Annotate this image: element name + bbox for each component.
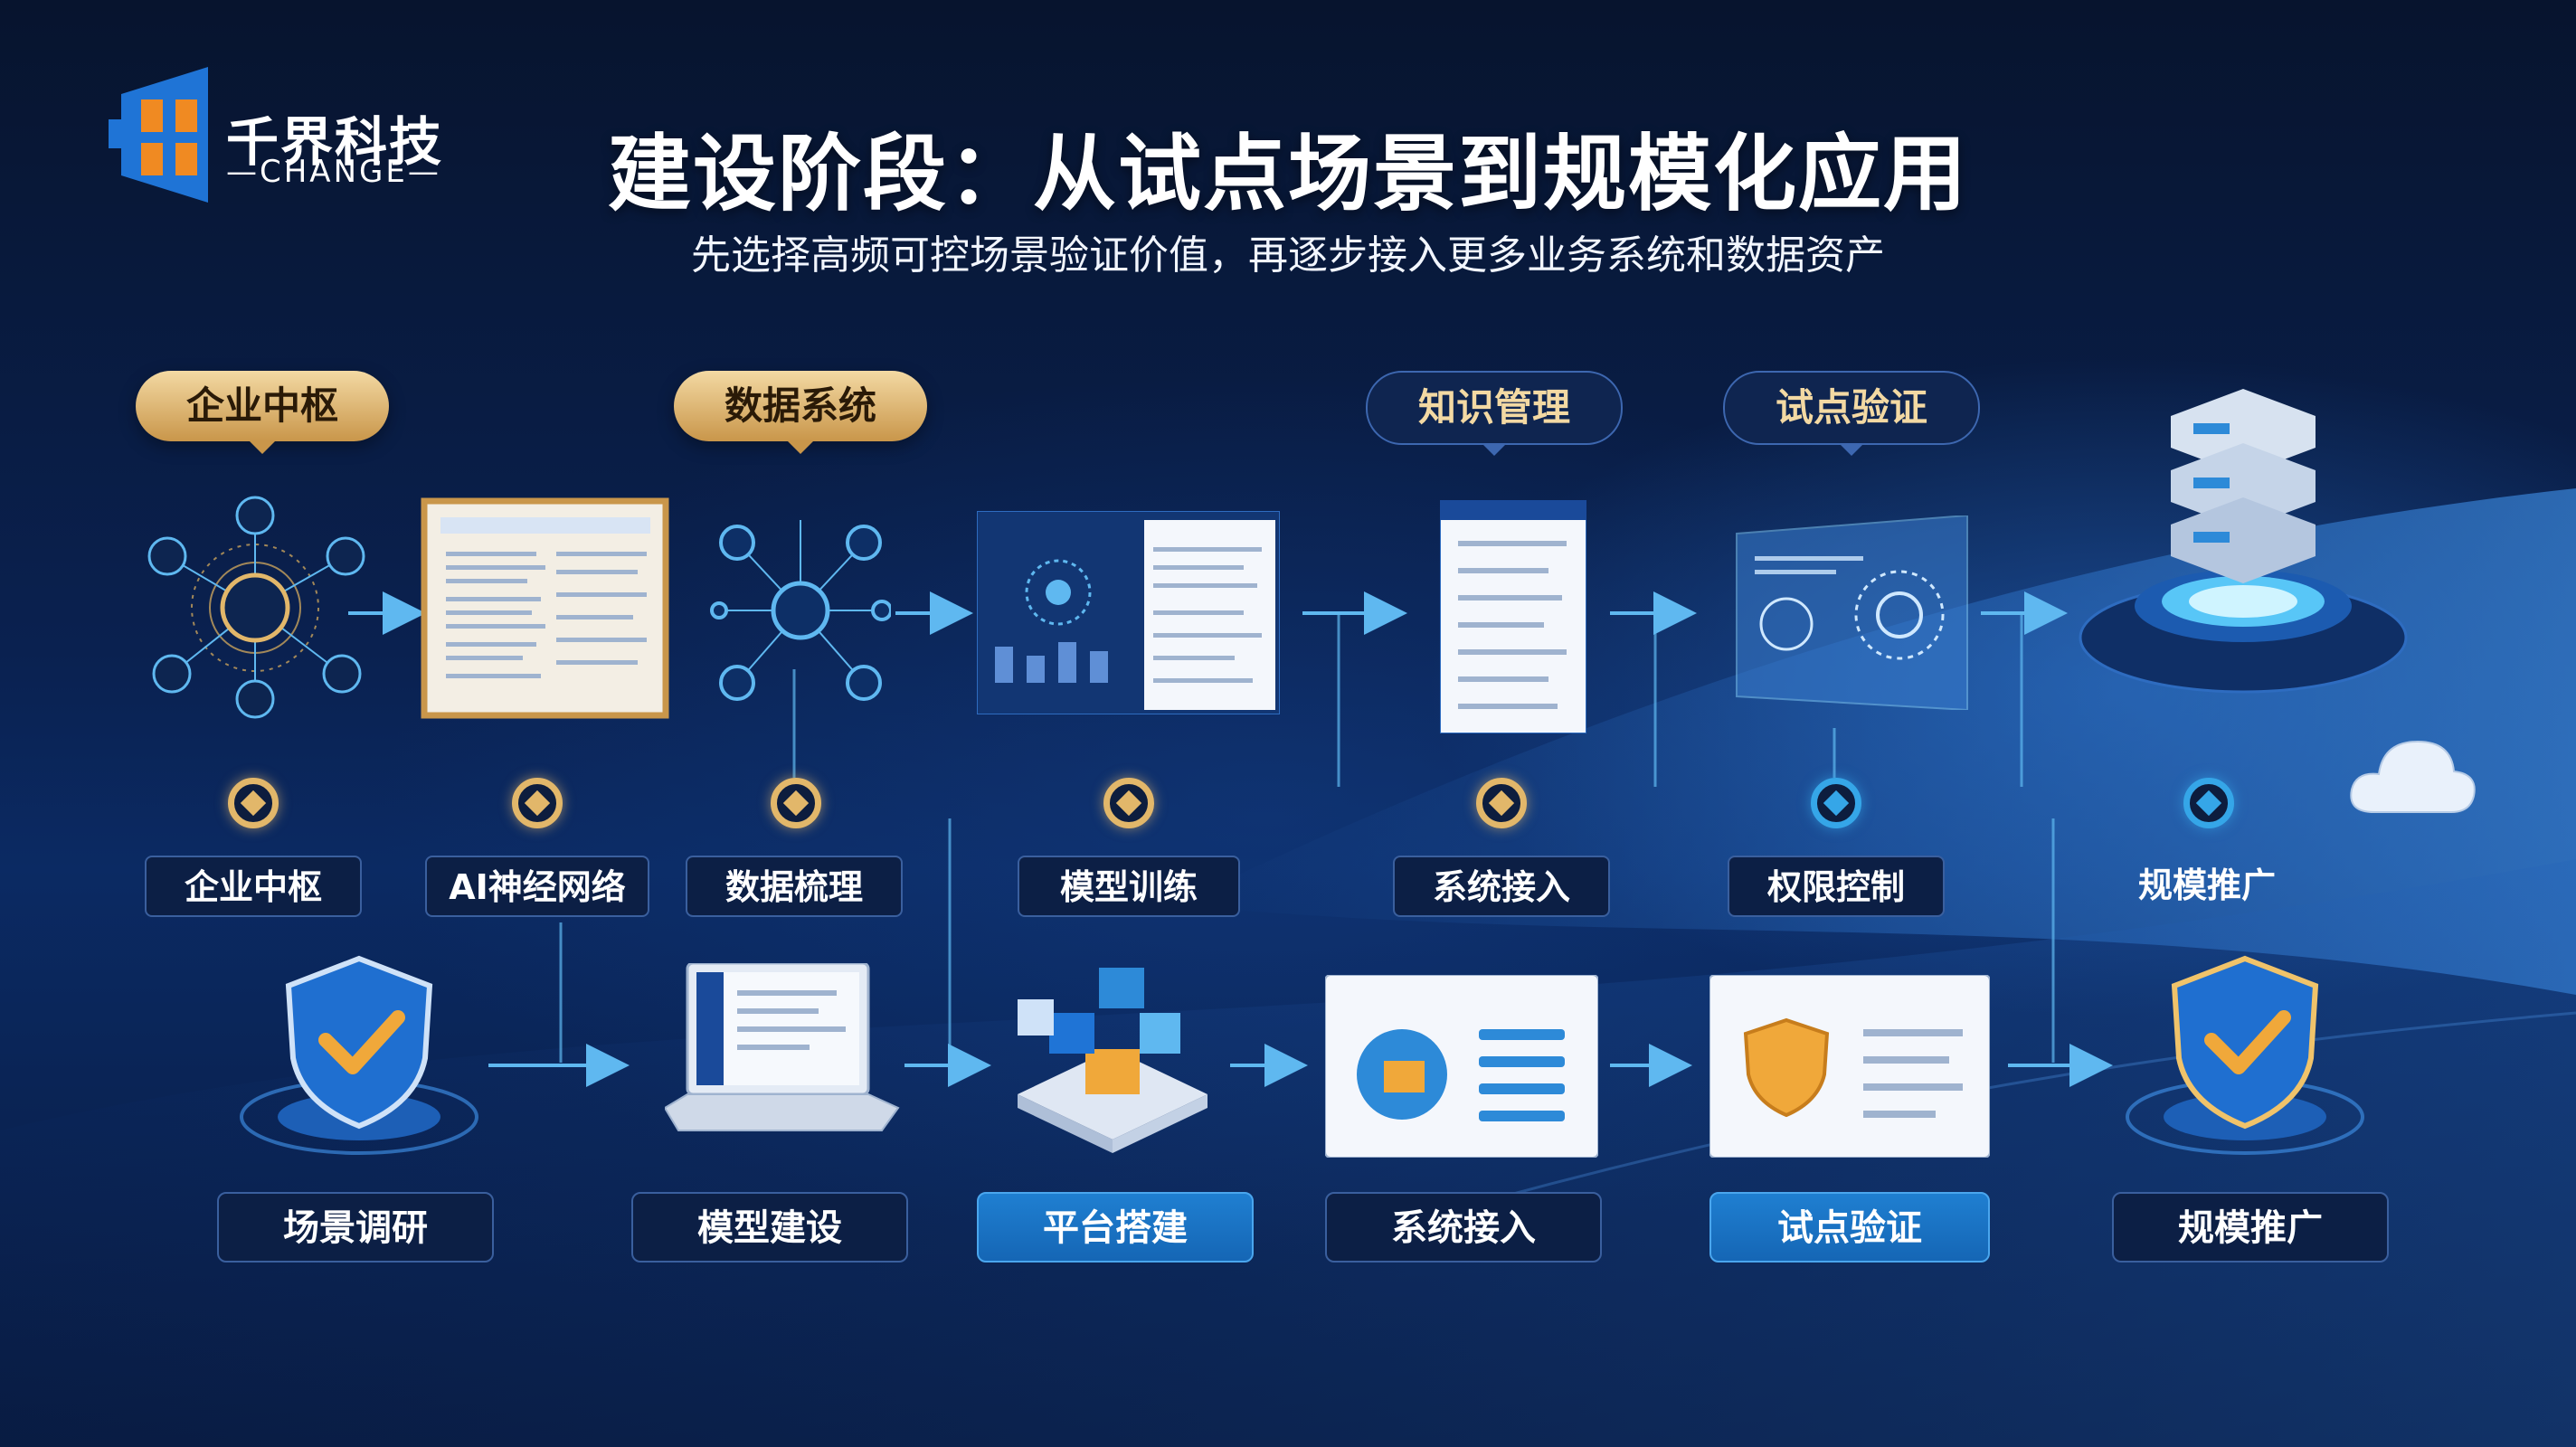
page-title: 建设阶段：从试点场景到规模化应用 bbox=[607, 126, 1968, 222]
timeline-node-5 bbox=[1476, 778, 1527, 828]
timeline-node-7 bbox=[2183, 778, 2234, 828]
bottom-step-pilot: 试点验证 bbox=[1709, 1192, 1990, 1263]
timeline-label-7: 规模推广 bbox=[2137, 865, 2276, 905]
cloud-icon bbox=[2350, 740, 2476, 813]
bottom-step-research: 场景调研 bbox=[217, 1192, 494, 1263]
timeline-label-5: 系统接入 bbox=[1393, 856, 1610, 917]
timeline-label-3: 数据梳理 bbox=[686, 856, 903, 917]
bottom-step-model-build: 模型建设 bbox=[631, 1192, 908, 1263]
timeline-label-4: 模型训练 bbox=[1018, 856, 1240, 917]
timeline-label-1: 企业中枢 bbox=[145, 856, 362, 917]
timeline-node-2 bbox=[512, 778, 563, 828]
bottom-step-platform: 平台搭建 bbox=[977, 1192, 1254, 1263]
bottom-step-system-access: 系统接入 bbox=[1325, 1192, 1602, 1263]
dashboard-icon bbox=[977, 511, 1280, 714]
bottom-step-scale: 规模推广 bbox=[2112, 1192, 2389, 1263]
glass-panel-icon bbox=[1736, 515, 1968, 710]
top-tag-enterprise-hub: 企业中枢 bbox=[136, 371, 389, 454]
document-panel-icon bbox=[421, 497, 669, 719]
laptop-icon bbox=[665, 963, 900, 1131]
web-panel-icon bbox=[1325, 975, 1598, 1158]
timeline-label-6: 权限控制 bbox=[1728, 856, 1945, 917]
network-hub-icon bbox=[147, 496, 365, 719]
top-tag-knowledge-management: 知识管理 bbox=[1366, 371, 1623, 456]
server-stack-icon bbox=[2079, 389, 2408, 694]
logo-mark-icon bbox=[109, 67, 208, 203]
timeline-node-4 bbox=[1103, 778, 1154, 828]
timeline-node-1 bbox=[228, 778, 279, 828]
shield-check-icon bbox=[2126, 955, 2364, 1155]
top-tag-pilot-verification: 试点验证 bbox=[1723, 371, 1980, 456]
top-tag-data-system: 数据系统 bbox=[674, 371, 927, 454]
form-card-icon bbox=[1440, 500, 1586, 733]
cube-blocks-icon bbox=[1018, 968, 1208, 1153]
logo-subtitle: —CHANGE— bbox=[226, 154, 441, 190]
logo-name: 千界科技 bbox=[226, 111, 444, 173]
timeline-node-3 bbox=[771, 778, 821, 828]
data-graph-icon bbox=[710, 520, 891, 701]
timeline-node-6 bbox=[1811, 778, 1861, 828]
security-panel-icon bbox=[1709, 975, 1990, 1158]
timeline-label-2: AI神经网络 bbox=[425, 856, 649, 917]
page-subtitle: 先选择高频可控场景验证价值，再逐步接入更多业务系统和数据资产 bbox=[691, 232, 1885, 279]
shield-check-icon bbox=[240, 955, 478, 1155]
